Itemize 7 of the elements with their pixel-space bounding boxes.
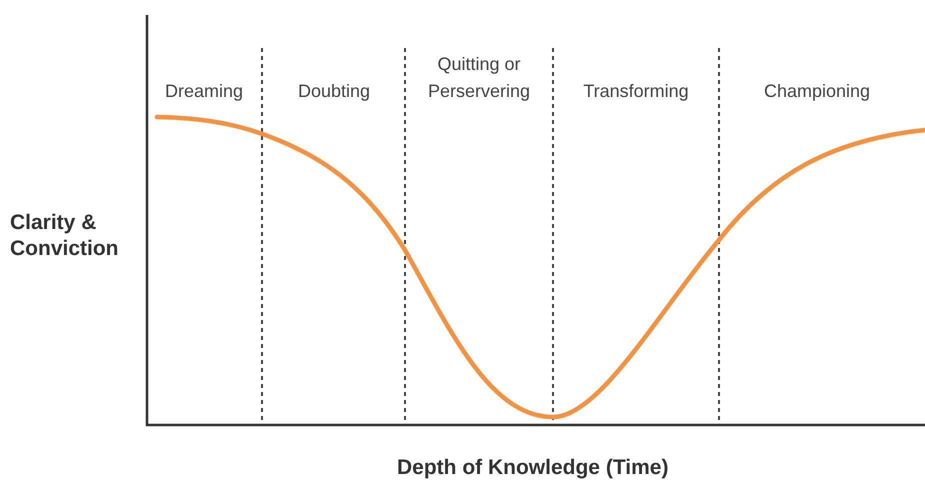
phase-label: Quitting or Perservering <box>428 53 530 103</box>
phase-label: Dreaming <box>164 80 244 103</box>
phase-label: Transforming <box>583 80 689 103</box>
phase-label: Doubting <box>298 80 370 103</box>
axis-title: Clarity & Conviction <box>10 210 120 262</box>
phase-label: Championing <box>764 80 870 103</box>
axis-title: Depth of Knowledge (Time) <box>397 455 668 481</box>
